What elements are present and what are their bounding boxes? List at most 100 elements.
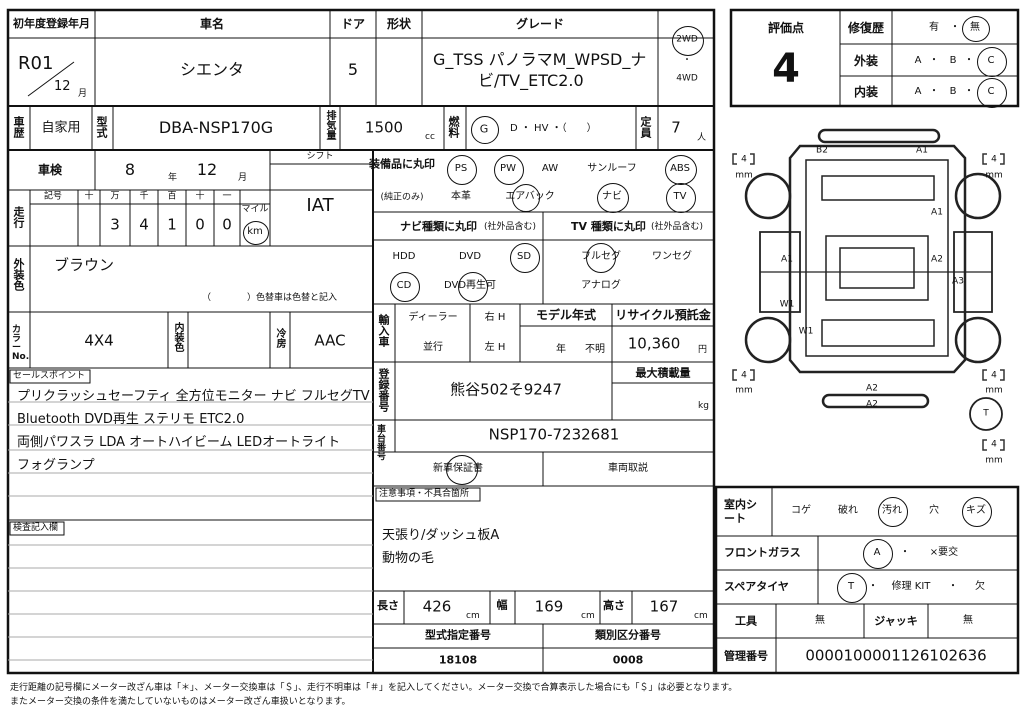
- chassis: NSP170-7232681: [488, 425, 620, 444]
- sales-label: セールスポイント: [13, 371, 86, 381]
- circle-2wd: [672, 26, 704, 56]
- note-line: 動物の毛: [382, 551, 435, 566]
- recycle: 10,360: [627, 334, 681, 353]
- colorno-label: カラーNo.: [12, 325, 30, 362]
- intcolor-label: 内装色: [172, 322, 183, 352]
- jack-label: ジャッキ: [874, 614, 918, 628]
- maxload-label: 最大積載量: [635, 366, 691, 380]
- tire-depth: 4: [741, 370, 747, 381]
- odo-man: 万: [110, 191, 120, 202]
- width: 169: [534, 597, 564, 616]
- odo-sign: 記号: [43, 191, 63, 202]
- spare-t: T: [847, 581, 855, 592]
- inspect-month-unit: 月: [238, 173, 248, 183]
- spare-dot1: ・: [868, 581, 878, 592]
- odo-digit: 0: [222, 215, 232, 234]
- plate-label: 登録番号: [377, 368, 390, 412]
- odo-unit-km: km: [247, 226, 263, 237]
- ws-dot: ・: [900, 547, 910, 558]
- navi-cd: CD: [396, 280, 412, 291]
- circle-airbag: [512, 184, 540, 212]
- footer-note: 走行距離の記号欄にメーター改ざん車は「＊」、メーター交換車は「＄」、走行不明車は…: [10, 683, 738, 693]
- tire-depth-unit: mm: [985, 170, 1003, 181]
- inspect-label: 車検: [37, 163, 63, 177]
- circle-navi: [597, 183, 629, 213]
- score-label: 評価点: [767, 21, 805, 35]
- sales-line: Bluetooth DVD再生 ステリモ ETC2.0: [17, 412, 245, 427]
- equip-label: 装備品に丸印: [369, 157, 435, 171]
- tire-depth: 4: [991, 439, 997, 450]
- circle-kizu: [962, 497, 992, 527]
- sheet-koge: コゲ: [791, 505, 811, 516]
- use-label: 車歴: [12, 116, 25, 138]
- height-unit: cm: [694, 611, 708, 621]
- ext-c: C: [987, 55, 995, 66]
- model-year-unknown: 不明: [585, 344, 605, 355]
- kg: kg: [698, 401, 709, 411]
- width-label: 幅: [496, 598, 508, 612]
- circle-tv: [666, 183, 696, 213]
- equip-pw: PW: [500, 163, 516, 174]
- import-label: 輸入車: [377, 314, 390, 347]
- notes-label: 注意事項・不具合箇所: [379, 489, 470, 499]
- drive-2wd: 2WD: [676, 34, 698, 45]
- color: ブラウン: [54, 256, 115, 274]
- navi-label: ナビ種類に丸印: [400, 220, 477, 233]
- odo-digit: 4: [139, 215, 149, 234]
- odo-digit: 1: [167, 215, 177, 234]
- circle-ps: [447, 155, 477, 185]
- equip-leather: 本革: [451, 191, 471, 202]
- int-sep2: ・: [964, 86, 974, 97]
- circle-dvdplay: [458, 272, 488, 302]
- tv-sub: (社外品含む): [651, 222, 704, 232]
- circle-km: [243, 221, 269, 245]
- damage-mark: A2: [931, 254, 943, 265]
- damage-mark: T: [983, 408, 989, 419]
- name-label: 車名: [199, 17, 225, 31]
- sheet-ana: 穴: [929, 505, 939, 516]
- ws-replace: ×要交: [929, 547, 959, 558]
- year-unit: 年: [168, 173, 178, 183]
- fuel-label: 燃料: [447, 116, 460, 138]
- equip-aw: AW: [541, 163, 559, 174]
- tire-depth: 4: [991, 154, 997, 165]
- rh: 右 H: [484, 312, 506, 323]
- inspection-entry-label: 検査記入欄: [13, 523, 59, 533]
- repair-yes: 有: [929, 22, 939, 33]
- circle-pw: [494, 155, 524, 185]
- grade-label: グレード: [515, 17, 565, 31]
- tools-label: 工具: [735, 614, 757, 628]
- damage-mark: W1: [779, 299, 795, 310]
- sheet-yogore: 汚れ: [882, 505, 902, 516]
- drive-dot: ・: [682, 55, 692, 66]
- reg-year: R01: [18, 53, 54, 74]
- odo-unit-mile: マイル: [241, 204, 269, 215]
- tire-depth: 4: [991, 370, 997, 381]
- shape-label: 形状: [386, 17, 412, 31]
- ac-label: 冷房: [274, 328, 285, 348]
- spare-missing: 欠: [975, 581, 985, 592]
- damage-mark: A2: [866, 399, 878, 410]
- navi-sub: (社外品含む): [484, 222, 537, 232]
- sales-line: プリクラッシュセーフティ 全方位モニター ナビ フルセグTV: [17, 389, 370, 404]
- circle-yogore: [878, 497, 908, 527]
- manual: 車両取説: [608, 463, 648, 474]
- tire-depth-unit: mm: [735, 170, 753, 181]
- damage-mark: A3: [952, 276, 964, 287]
- repair-no: 無: [970, 22, 980, 33]
- note-line: 天張り/ダッシュ板A: [382, 528, 500, 543]
- tv-analog: アナログ: [581, 280, 621, 291]
- damage-mark: A1: [916, 145, 928, 156]
- odo-ju: 十: [195, 191, 205, 202]
- model: DBA-NSP170G: [158, 118, 274, 137]
- disp-unit: cc: [425, 132, 435, 142]
- cap-label: 定員: [639, 116, 652, 138]
- spare-kit: 修理 KIT: [891, 581, 931, 592]
- ws-a: A: [873, 547, 881, 558]
- reg-month: 12: [54, 79, 71, 94]
- color-note: （ ）色替車は色替と記入: [202, 293, 338, 303]
- tv-one: ワンセグ: [652, 251, 692, 262]
- model-year-label: モデル年式: [535, 308, 597, 322]
- circle-spare-t: [837, 573, 867, 603]
- circle-warranty: [446, 455, 478, 485]
